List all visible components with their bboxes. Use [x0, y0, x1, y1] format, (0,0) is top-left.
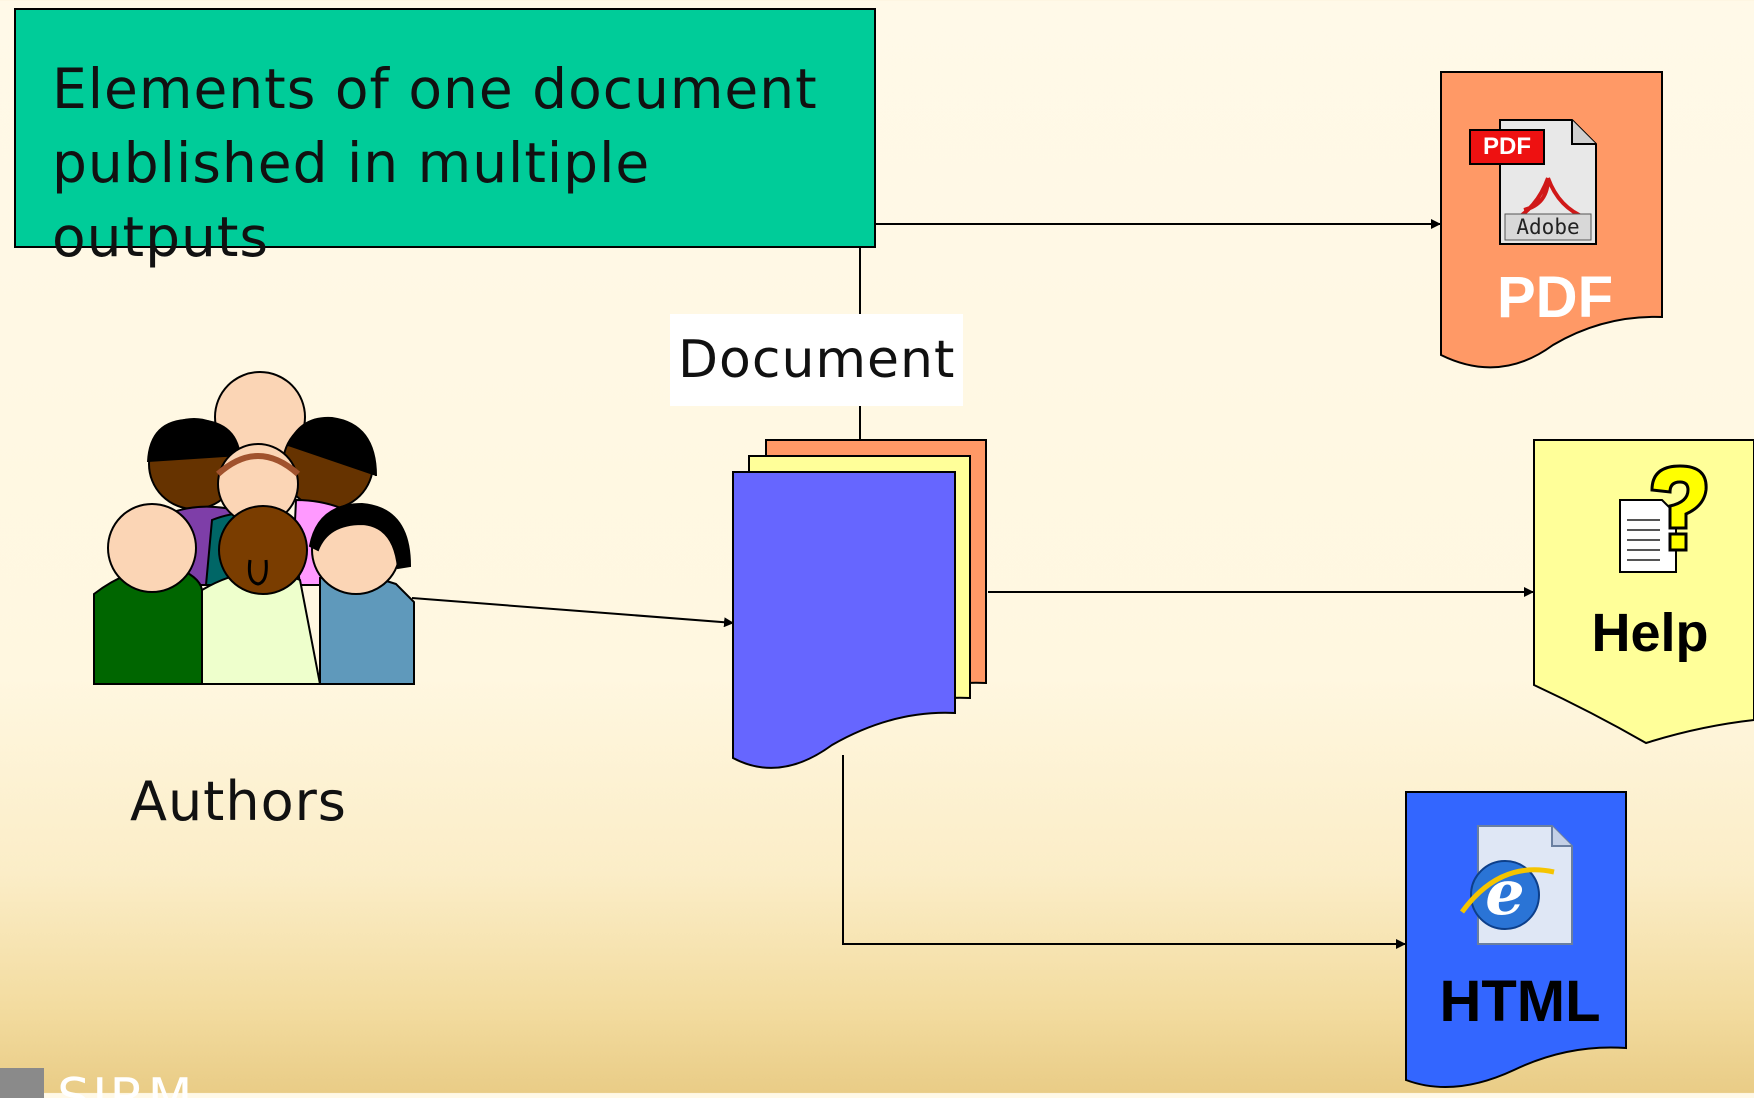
authors-label: Authors — [130, 770, 347, 833]
callout-text: Elements of one document published in mu… — [52, 52, 818, 274]
document-page-front — [732, 471, 956, 769]
callout-box — [14, 8, 876, 248]
pdf-icon-badge: PDF — [1483, 133, 1531, 160]
document-label: Document — [670, 314, 964, 406]
callout-line-2: published in multiple — [52, 131, 651, 195]
html-output-label: HTML — [1439, 969, 1601, 1034]
help-file-icon — [1619, 464, 1708, 573]
connectors — [411, 219, 1534, 949]
arrow-to-html — [842, 755, 1406, 949]
pdf-output-label: PDF — [1497, 265, 1613, 330]
document-stack-icon — [732, 439, 987, 769]
pdf-icon-brand: Adobe — [1516, 215, 1580, 239]
help-output-label: Help — [1591, 603, 1709, 663]
authors-group-icon — [93, 371, 415, 685]
arrow-authors-to-document — [411, 597, 735, 628]
svg-text:e: e — [1485, 856, 1524, 929]
footer-logo-mark — [0, 1068, 44, 1098]
help-page — [1533, 439, 1754, 745]
footer-logo: SIRM — [0, 1068, 194, 1098]
callout-line-3: outputs — [52, 205, 270, 269]
help-output — [1533, 439, 1754, 745]
pdf-file-icon — [1469, 119, 1597, 245]
footer-logo-text: SIRM — [57, 1068, 195, 1098]
callout-line-1: Elements of one document — [52, 57, 818, 121]
html-file-icon: e — [1459, 825, 1573, 945]
